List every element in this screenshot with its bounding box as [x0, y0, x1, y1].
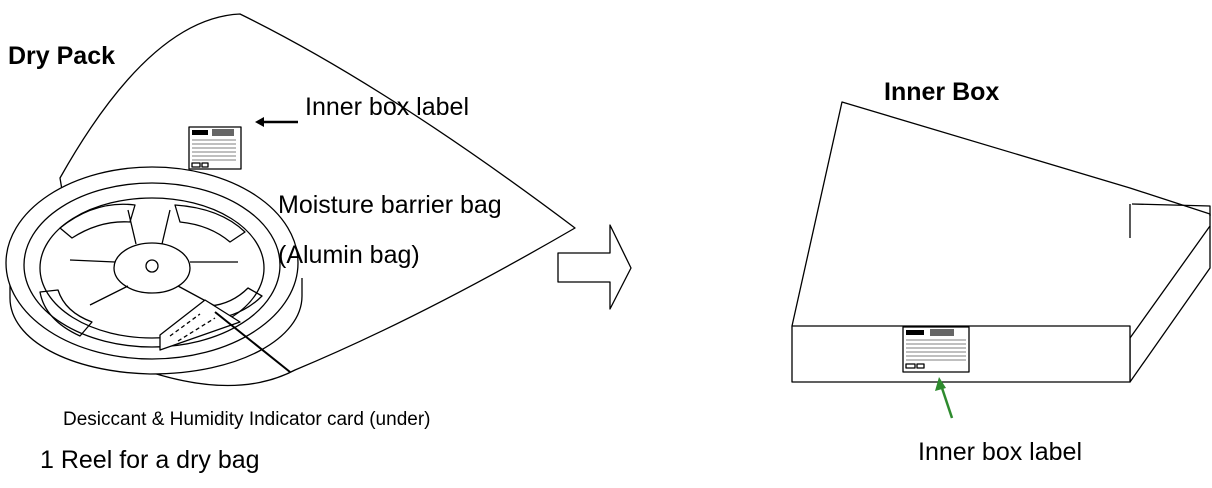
arrow-head-right [935, 377, 946, 391]
inner-box [791, 101, 1211, 383]
dry-pack-title: Dry Pack [8, 42, 116, 70]
reel [5, 166, 303, 375]
moisture-barrier-bag-label: Moisture barrier bag [278, 191, 502, 219]
desiccant-pointer-line [214, 311, 291, 373]
humidity-indicator-card [159, 299, 241, 351]
inner-box-label-arrow-right [939, 384, 954, 419]
reel-note: 1 Reel for a dry bag [40, 446, 260, 474]
inner-box-label-text-right: Inner box label [918, 438, 1083, 466]
arrow-head-left [255, 117, 264, 127]
alumin-bag-label: (Alumin bag) [278, 241, 420, 269]
inner-box-label-on-box [902, 326, 970, 373]
flow-arrow [557, 224, 632, 310]
desiccant-label: Desiccant & Humidity Indicator card (und… [63, 409, 431, 430]
inner-box-label-on-bag [188, 126, 242, 170]
inner-box-label-text-left: Inner box label [305, 93, 470, 121]
inner-box-title: Inner Box [884, 78, 1000, 106]
